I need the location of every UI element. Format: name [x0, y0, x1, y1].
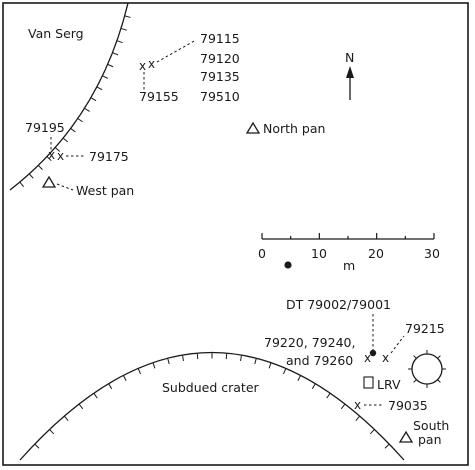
rim-tick [311, 383, 316, 390]
south-pan-station: South pan [398, 418, 449, 447]
subdued-crater-label: Subdued crater [162, 380, 260, 395]
rim-tick [112, 52, 119, 56]
rim-tick [283, 368, 287, 375]
sample-label-79220-group-line1: 79220, 79240, [264, 335, 355, 350]
drive-tube-dot [369, 349, 377, 357]
sample-marker: x [364, 351, 371, 365]
rim-tick [116, 40, 123, 44]
rim-tick [54, 147, 61, 152]
rim-tick [49, 429, 55, 435]
scale-tick-label-10: 10 [311, 246, 327, 261]
west-pan-station: West pan [41, 175, 134, 198]
sample-marker: x [382, 351, 389, 365]
rim-tick [268, 362, 272, 369]
scale-bar-ticks [261, 233, 435, 239]
rim-tick [122, 375, 127, 381]
rim-tick [120, 27, 127, 31]
rim-tick [102, 75, 109, 79]
rim-tick [63, 415, 69, 421]
scale-tick-label-0: 0 [258, 246, 266, 261]
sample-label-79195: 79195 [25, 120, 65, 135]
van-serg-rim-ticks [19, 15, 131, 187]
rim-tick [28, 173, 34, 179]
scale-tick-label-20: 20 [368, 246, 384, 261]
rim-tick [19, 181, 25, 187]
sample-marker: x [354, 398, 361, 412]
west-pan-label: West pan [76, 183, 134, 198]
rim-tick [326, 392, 331, 399]
sample-marker: x [57, 149, 64, 163]
small-crater-rim-ticks [408, 350, 446, 388]
rim-tick [196, 353, 199, 360]
rim-tick [167, 358, 170, 365]
sample-label-79175: 79175 [89, 149, 129, 164]
sample-label-79510: 79510 [200, 89, 240, 104]
north-arrow-label: N [345, 50, 354, 65]
subdued-crater-rim [19, 352, 405, 461]
rim-tick [240, 354, 243, 362]
sample-label-79155: 79155 [139, 89, 179, 104]
rim-tick [254, 358, 257, 365]
south-pan-label-line2: pan [418, 432, 442, 447]
sample-label-79135: 79135 [200, 69, 240, 84]
rim-tick [78, 403, 84, 410]
rim-tick [96, 86, 103, 91]
rim-tick [225, 353, 228, 360]
lrv-marker [363, 376, 374, 389]
sample-marker: x [139, 59, 146, 73]
small-crater-rim [411, 353, 443, 385]
scale-unit-label: m [343, 258, 355, 273]
north-arrow: N [345, 50, 354, 100]
rim-tick [124, 15, 131, 18]
map-frame [2, 2, 469, 466]
sample-cluster-north: x x 79115 79120 79135 79155 79510 [139, 31, 240, 104]
rim-tick [297, 375, 302, 381]
rim-tick [107, 63, 114, 68]
rim-tick [62, 137, 69, 143]
rim-tick [181, 354, 184, 362]
rim-tick [437, 379, 441, 383]
rim-tick [37, 165, 43, 171]
sample-cluster-lrv: DT 79002/79001 79220, 79240, and 79260 x… [264, 297, 445, 413]
sample-label-79215: 79215 [405, 321, 445, 336]
rim-tick [384, 443, 390, 449]
rim-tick [340, 403, 346, 410]
sample-cluster-west: 79195 x x 79175 [25, 120, 129, 164]
rim-tick [413, 355, 417, 359]
north-pan-label: North pan [263, 121, 325, 136]
sample-label-79115: 79115 [200, 31, 240, 46]
rim-tick [137, 368, 141, 375]
rim-tick [77, 118, 83, 123]
scale-dot [284, 261, 292, 269]
rim-tick [93, 392, 98, 399]
rim-tick [437, 355, 441, 359]
rim-tick [413, 379, 417, 383]
rim-tick [90, 97, 97, 102]
sample-label-79220-group-line2: and 79260 [286, 353, 353, 368]
sample-label-79035: 79035 [388, 398, 428, 413]
rim-tick [369, 429, 375, 435]
subdued-crater-rim-ticks [34, 352, 390, 449]
south-pan-label-line1: South [413, 418, 449, 433]
sample-label-79120: 79120 [200, 51, 240, 66]
north-pan-station: North pan [245, 121, 325, 136]
rim-tick [46, 156, 52, 162]
sample-label-dt: DT 79002/79001 [286, 297, 391, 312]
rim-tick [152, 362, 156, 369]
sample-marker: x [148, 57, 155, 71]
sample-marker: x [48, 148, 55, 162]
rim-tick [34, 443, 40, 449]
rim-tick [108, 383, 113, 390]
rim-tick [84, 107, 90, 112]
van-serg-label: Van Serg [28, 26, 84, 41]
scale-bar: 0 10 20 30 m [258, 233, 440, 273]
rim-tick [355, 415, 361, 421]
lrv-label: LRV [377, 377, 401, 392]
rim-tick [70, 128, 76, 133]
scale-tick-label-30: 30 [424, 246, 440, 261]
